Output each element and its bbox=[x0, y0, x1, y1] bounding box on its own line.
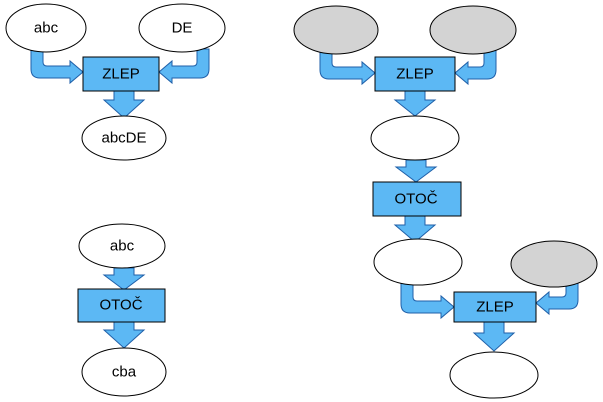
node-cba bbox=[81, 347, 167, 397]
node-gray-1 bbox=[293, 5, 379, 55]
zlep-box-right-1-label: ZLEP bbox=[396, 66, 434, 83]
node-de bbox=[138, 3, 226, 53]
arrow-zlep-to-abcde bbox=[102, 90, 146, 119]
arrow-gray2-to-zlep1 bbox=[454, 48, 497, 86]
arrow-node2-to-zlep2 bbox=[400, 282, 455, 320]
node-gray-2 bbox=[429, 5, 517, 55]
zlep-box bbox=[82, 56, 160, 92]
node-abc bbox=[5, 3, 87, 53]
zlep-box-label: ZLEP bbox=[102, 66, 140, 83]
otoc-box bbox=[77, 288, 166, 323]
node-abc-label: abc bbox=[34, 20, 59, 37]
arrow-abc-to-zlep bbox=[30, 48, 84, 85]
arrow-gray3-to-zlep2 bbox=[535, 279, 579, 316]
node-abc-2 bbox=[78, 223, 166, 269]
arrow-zlep2-to-final bbox=[472, 319, 516, 352]
node-empty-1 bbox=[370, 115, 460, 161]
arrow-gray1-to-zlep1 bbox=[319, 48, 376, 86]
node-empty-final bbox=[449, 351, 539, 399]
arrow-de-to-zlep bbox=[158, 48, 210, 85]
node-gray-3 bbox=[510, 240, 598, 288]
node-de-label: DE bbox=[172, 20, 193, 37]
node-abc-2-label: abc bbox=[110, 238, 135, 255]
arrow-node1-to-otoc bbox=[394, 159, 438, 183]
zlep-box-right-1 bbox=[374, 56, 456, 92]
node-abcde-label: abcDE bbox=[101, 130, 146, 147]
arrow-otoc-to-node2 bbox=[393, 215, 437, 243]
node-cba-label: cba bbox=[112, 364, 137, 381]
otoc-box-label: OTOČ bbox=[99, 297, 142, 314]
zlep-box-right-2-label: ZLEP bbox=[476, 299, 514, 316]
arrow-zlep1-to-node1 bbox=[393, 90, 437, 117]
otoc-box-right bbox=[372, 181, 462, 217]
arrow-abc-to-otoc bbox=[102, 267, 146, 291]
node-empty-2 bbox=[373, 238, 463, 286]
node-abcde bbox=[81, 115, 167, 161]
arrow-otoc-to-cba bbox=[102, 321, 146, 349]
zlep-box-right-2 bbox=[453, 291, 537, 323]
otoc-box-right-label: OTOČ bbox=[394, 191, 437, 208]
